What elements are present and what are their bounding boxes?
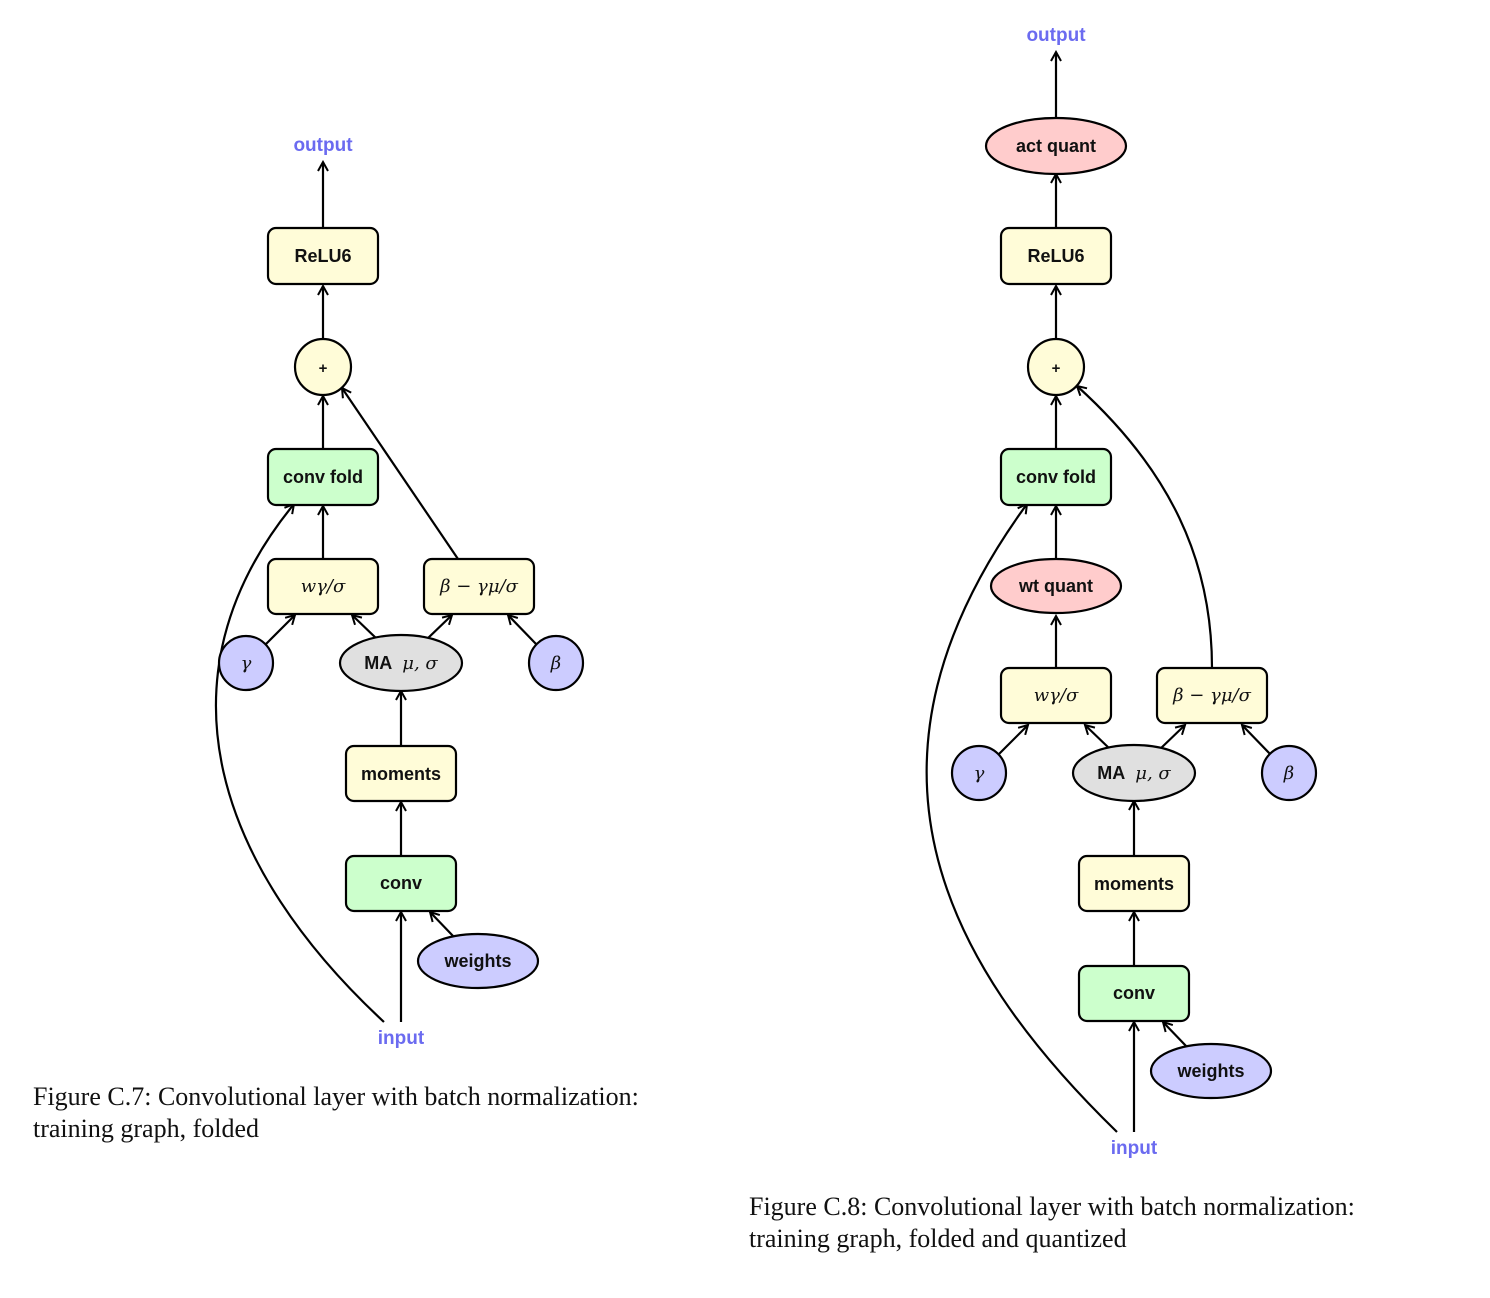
ma-label: MA [1097,763,1125,783]
edge-gamma-wgs [997,725,1028,756]
figure-c7: output ReLU6 + conv fold wγ/σ β − γμ/σ γ [214,135,585,1049]
node-conv-fold: conv fold [266,447,380,507]
relu6-label: ReLU6 [294,246,351,266]
node-beta-minus-gamma-mu-sigma: β − γμ/σ [422,557,536,616]
node-beta: β [1260,744,1318,802]
weights-label: weights [443,951,511,971]
edge-input-convfold [925,504,1118,1133]
caption-line-2: training graph, folded and quantized [749,1224,1127,1253]
node-relu6: ReLU6 [999,226,1113,286]
figure-c8: output act quant ReLU6 + conv fold wt qu… [925,25,1318,1159]
w-gamma-sigma-label: wγ/σ [1034,685,1079,706]
node-conv: conv [1077,964,1191,1023]
beta-label: β [550,653,561,674]
node-conv-fold: conv fold [999,447,1113,507]
node-relu6: ReLU6 [266,226,380,286]
node-plus: + [1026,337,1086,397]
svg-text:MA μ, σ: MA μ, σ [364,653,438,674]
node-moments: moments [344,744,458,803]
edge-beta-bgms [1242,725,1272,756]
edge-input-convfold [214,504,385,1023]
beta-minus-label: β − γμ/σ [1172,685,1251,706]
input-label: input [1111,1138,1158,1159]
edge-ma-bgms [1158,725,1185,751]
plus-label: + [1052,360,1061,377]
node-w-gamma-sigma: wγ/σ [999,666,1113,725]
node-weights: weights [416,932,540,990]
plus-label: + [319,360,328,377]
figure-c7-caption: Figure C.7: Convolutional layer with bat… [33,1081,639,1145]
node-gamma: γ [950,744,1008,802]
svg-text:MA μ, σ: MA μ, σ [1097,763,1171,784]
beta-minus-label: β − γμ/σ [439,576,518,597]
relu6-label: ReLU6 [1027,246,1084,266]
wt-quant-label: wt quant [1018,576,1093,596]
edge-bgms-plus [1077,386,1214,669]
caption-line-1: Figure C.8: Convolutional layer with bat… [749,1192,1355,1221]
beta-label: β [1283,763,1294,784]
edge-ma-wgs [1085,725,1112,751]
node-plus: + [293,337,353,397]
output-label: output [1026,25,1086,46]
node-moving-average: MA μ, σ [1071,743,1197,803]
caption-line-2: training graph, folded [33,1114,259,1143]
node-gamma: γ [217,634,275,692]
gamma-label: γ [241,653,252,674]
caption-line-1: Figure C.7: Convolutional layer with bat… [33,1082,639,1111]
conv-fold-label: conv fold [1016,467,1096,487]
edge-ma-bgms [425,615,452,641]
ma-math-label: μ, σ [1135,763,1171,784]
node-moving-average: MA μ, σ [338,633,464,693]
weights-label: weights [1176,1061,1244,1081]
node-beta: β [527,634,585,692]
edge-weights-conv [430,912,455,938]
edge-beta-bgms [508,615,538,646]
output-label: output [293,135,353,156]
node-act-quant: act quant [984,116,1128,176]
act-quant-label: act quant [1016,136,1096,156]
edge-weights-conv [1163,1022,1188,1048]
w-gamma-sigma-label: wγ/σ [301,576,346,597]
node-wt-quant: wt quant [989,557,1123,615]
ma-label: MA [364,653,392,673]
node-moments: moments [1077,854,1191,913]
node-beta-minus-gamma-mu-sigma: β − γμ/σ [1155,666,1269,725]
conv-label: conv [380,873,422,893]
node-weights: weights [1149,1042,1273,1100]
moments-label: moments [1094,874,1174,894]
figure-c8-caption: Figure C.8: Convolutional layer with bat… [749,1191,1355,1255]
edge-gamma-wgs [264,615,295,646]
ma-math-label: μ, σ [402,653,438,674]
conv-label: conv [1113,983,1155,1003]
node-conv: conv [344,854,458,913]
node-w-gamma-sigma: wγ/σ [266,557,380,616]
input-label: input [378,1028,425,1049]
edge-bgms-plus [342,388,459,560]
moments-label: moments [361,764,441,784]
gamma-label: γ [974,763,985,784]
edge-ma-wgs [352,615,379,641]
conv-fold-label: conv fold [283,467,363,487]
